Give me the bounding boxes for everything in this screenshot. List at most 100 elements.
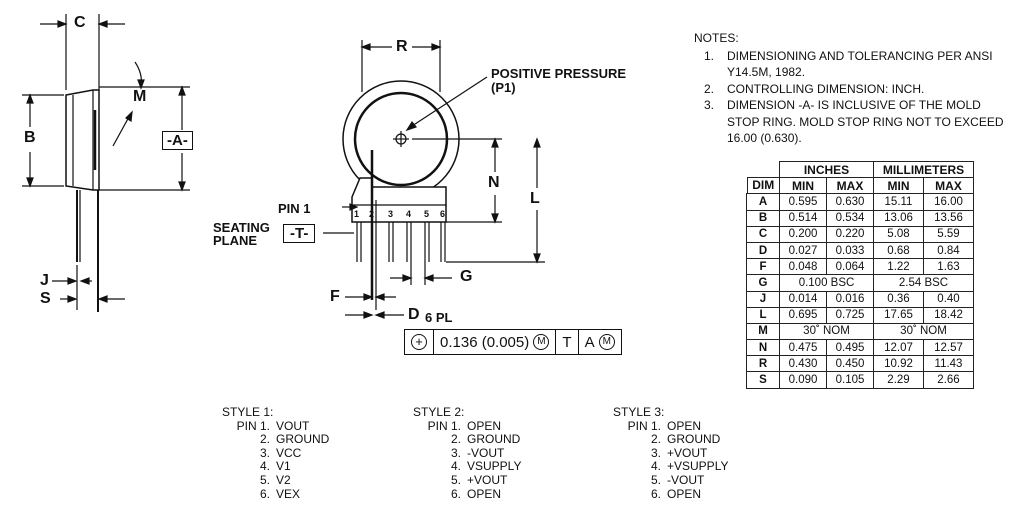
style-pin-function: V1 [276,459,291,474]
style-pin-row: 2.GROUND [222,432,329,447]
mmc-modifier-1: M [533,334,550,350]
dimensions-table: DIM INCHES MILLIMETERS MIN MAX MIN MAX A… [746,160,974,389]
table-cell: B [746,209,780,227]
table-header-in-min: MIN [779,177,827,195]
dim-m-label: M [133,88,147,105]
style-pin-prefix: PIN [427,418,448,433]
note-number: 2. [703,81,714,96]
style-pin-number: 2. [613,432,667,447]
pin-number: 3 [388,209,394,219]
style-pin-function: VOUT [276,418,310,433]
style-pin-function: +VOUT [467,472,508,487]
tolerance-datum-t: T [556,330,579,354]
style-pin-number: PIN 1. [413,418,467,434]
style-pin-index: 1. [450,418,461,433]
table-header-mm-max: MAX [923,177,974,195]
style-pin-number: 3. [413,446,467,461]
table-cell: 2.29 [873,371,924,389]
pin-number: 6 [440,209,446,219]
table-header-inches: INCHES [779,160,874,179]
seating-label: SEATING [213,220,270,235]
table-cell: 0.40 [923,290,974,308]
table-cell: 1.63 [923,258,974,276]
style-pin-index: 6. [259,486,270,501]
note-item: 2. CONTROLLING DIMENSION: INCH. [694,81,1007,98]
pin-number: 2 [369,209,375,219]
note-text: DIMENSION -A- IS INCLUSIVE OF THE MOLD S… [727,98,1004,145]
dim-s-label: S [40,290,51,307]
table-cell: M [746,322,780,341]
style-pin-row: 2.GROUND [413,432,521,447]
style-pin-number: 5. [413,473,467,488]
style-pin-row: 4. V1 [222,460,329,474]
table-cell: 0.220 [826,225,874,243]
style-pin-index: 6. [650,486,661,501]
style-pin-number: 6. [222,486,276,502]
table-cell: 13.56 [923,209,974,227]
table-cell: 0.064 [826,258,874,276]
style-pin-row: PIN 1.OPEN [613,418,728,434]
table-cell: 30˚ NOM [779,322,874,341]
dim-d-label: D [408,306,420,323]
style-pin-number: 3. [613,446,667,461]
style-title: STYLE 3: [613,405,665,419]
dim-j-label: J [40,272,49,289]
table-cell: 0.36 [873,290,924,308]
style-pin-index: 5. [259,472,270,487]
table-cell: 18.42 [923,306,974,324]
table-cell: 0.68 [873,241,924,260]
table-cell: 0.450 [826,355,874,373]
table-header-in-max: MAX [826,177,874,195]
table-cell: 0.033 [826,241,874,260]
table-cell: 2.54 BSC [873,274,974,292]
style-pin-number: 4. [613,460,667,474]
note-text: CONTROLLING DIMENSION: INCH. [727,81,925,96]
style-pin-function: +VSUPPLY [667,459,729,474]
table-cell: 0.016 [826,290,874,308]
dim-l-label: L [530,190,540,207]
table-cell: 12.07 [873,339,924,357]
note-item: 1. DIMENSIONING AND TOLERANCING PER ANSI … [694,48,1007,81]
table-cell: 16.00 [923,193,974,211]
table-header-mm-min: MIN [873,177,924,195]
style-pin-index: 2. [650,432,661,447]
pin-number: 5 [424,209,430,219]
pin-number: 1 [354,209,360,219]
note-number: 1. [703,48,714,63]
style-title: STYLE 1: [222,405,274,419]
style-pin-function: VSUPPLY [467,459,522,474]
style-pin-row: 5. V2 [222,472,329,488]
style-pin-function: -VOUT [467,445,505,460]
table-cell: 0.014 [779,290,827,308]
style-pin-index: 4. [259,459,270,474]
table-cell: 0.595 [779,193,827,211]
style-pin-function: -VOUT [667,472,705,487]
note-item: 3.DIMENSION -A- IS INCLUSIVE OF THE MOLD… [694,97,1007,147]
table-cell: 5.08 [873,225,924,243]
style-pin-function: V2 [276,472,291,487]
note-text: DIMENSIONING AND TOLERANCING PER ANSI Y1… [727,48,993,80]
style-pin-row: 4.VSUPPLY [413,460,521,474]
dim-n-label: N [488,174,500,191]
style-pin-number: 6. [613,486,667,502]
style-pin-function: OPEN [667,418,702,433]
table-cell: 0.105 [826,371,874,389]
pin1-label: PIN 1 [278,201,311,216]
style-pin-row: 2.GROUND [613,432,728,447]
style-pin-index: 1. [650,418,661,433]
style-pin-row: 3.-VOUT [413,445,521,461]
style-pin-row: 3.VCC [222,446,329,461]
table-cell: 11.43 [923,355,974,373]
style-pin-number: 5. [613,473,667,488]
